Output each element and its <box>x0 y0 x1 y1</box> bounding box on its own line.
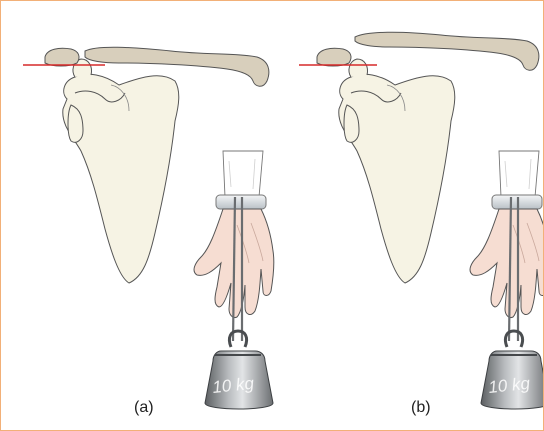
panel-label-b: (b) <box>411 399 431 416</box>
panel-label-a: (a) <box>134 399 154 416</box>
acromion-illustration-b <box>317 48 351 66</box>
scapula-illustration-a <box>63 59 179 283</box>
scapula-illustration-b <box>339 59 455 283</box>
hand-weight-illustration-a <box>194 151 274 409</box>
clavicle-illustration-b <box>355 32 539 70</box>
panel-a: 10 kg (a) <box>23 47 274 416</box>
panel-b: 10 kg (b) <box>299 32 543 416</box>
hand-weight-illustration-b <box>470 151 543 409</box>
